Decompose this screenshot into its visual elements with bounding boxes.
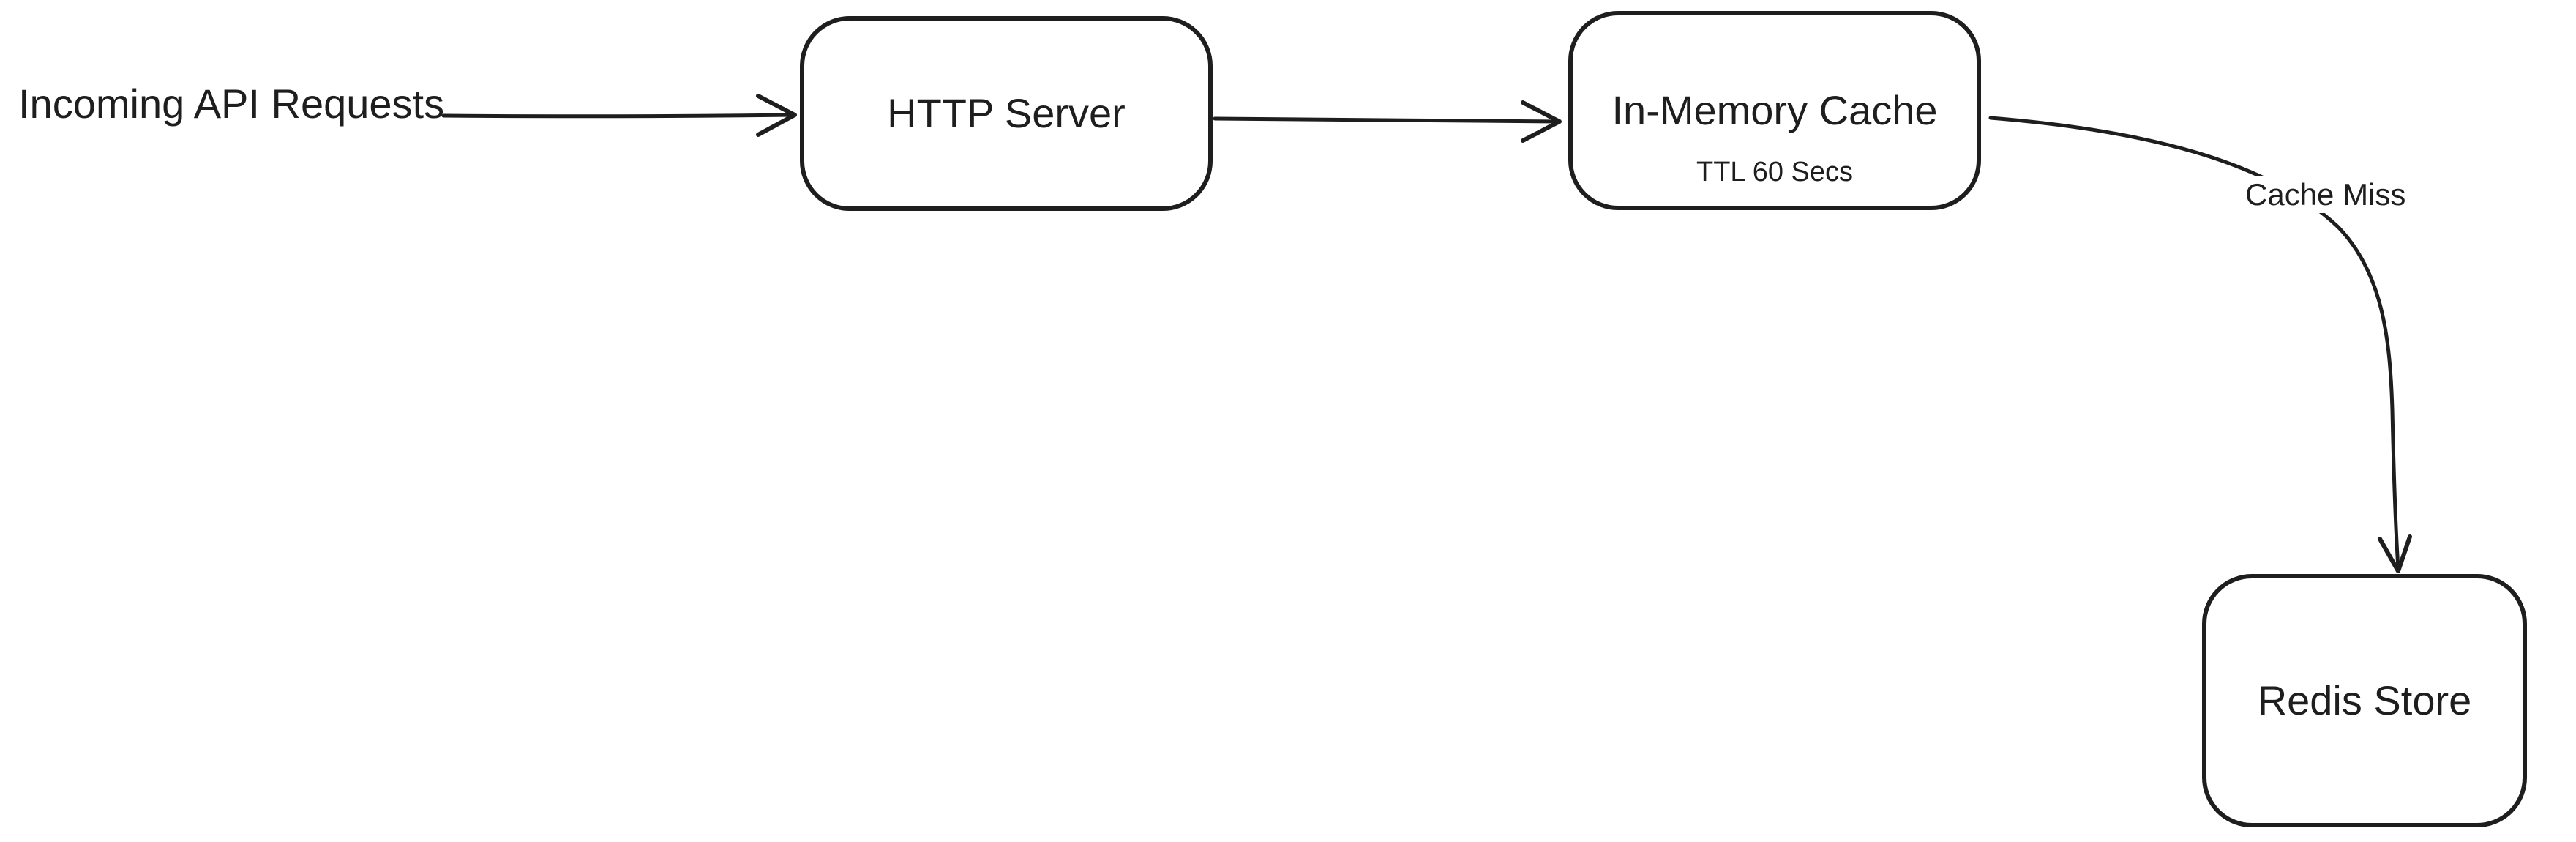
redis-store-node: Redis Store: [2202, 574, 2527, 827]
in-memory-cache-label: In-Memory Cache: [1611, 87, 1938, 133]
cache-miss-arrow: [1988, 116, 2412, 573]
incoming-to-http-arrow: [441, 94, 797, 137]
http-server-label: HTTP Server: [887, 90, 1126, 136]
http-to-cache-arrow: [1213, 100, 1562, 143]
cache-miss-label: Cache Miss: [2241, 176, 2411, 213]
in-memory-cache-node: In-Memory Cache TTL 60 Secs: [1568, 11, 1981, 210]
cache-ttl-sublabel: TTL 60 Secs: [1696, 157, 1853, 187]
incoming-api-requests-label: Incoming API Requests: [18, 81, 445, 127]
redis-store-label: Redis Store: [2257, 677, 2472, 723]
http-server-node: HTTP Server: [800, 16, 1213, 211]
